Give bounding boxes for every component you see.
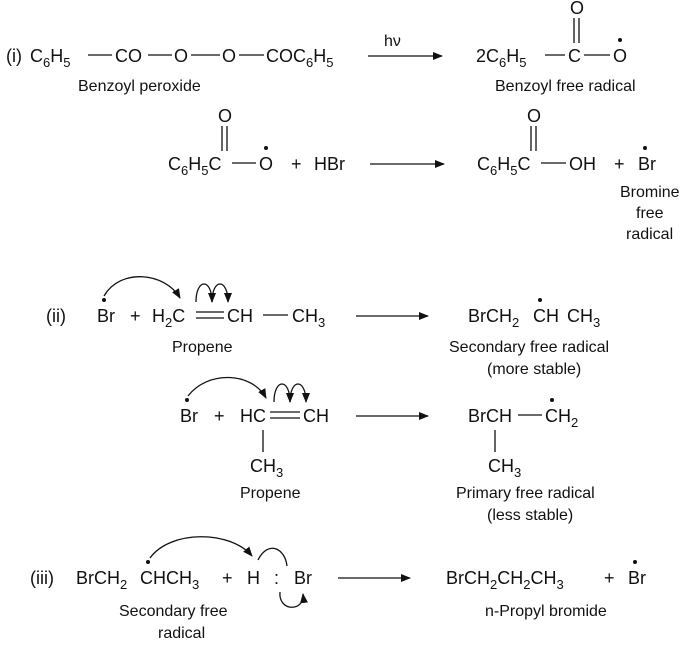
lone-pair: : [274,568,279,588]
reactant-chch3: CHCH3 [140,568,199,592]
radical-dot [146,560,150,564]
reactant-hbr: HBr [314,154,345,174]
bromine-name-2: free [636,205,664,222]
product-name-2: (more stable) [487,361,581,378]
product-carbon: C [568,46,581,66]
radical-dot [102,298,106,302]
product-br: Br [628,568,646,588]
step-1: (i) C6H5 CO O O COC6H5 Benzoyl peroxide … [6,0,636,95]
product-br: Br [638,154,656,174]
reactant-o1: O [174,46,188,66]
product-name: n-Propyl bromide [485,603,607,620]
curved-arrow [149,536,253,559]
reactant-brch2: BrCH2 [76,568,127,592]
curved-arrow [103,276,181,299]
radical-dot [550,398,554,402]
product-name-1: Secondary free radical [449,339,609,356]
plus-sign: + [222,568,233,588]
reactant-name-2: radical [158,625,205,642]
step-1b: C6H5C O O + HBr C6H5C O OH + Br Bromine … [168,106,680,243]
radical-dot [633,560,637,564]
step-2-label: (ii) [46,306,66,326]
reagent-hv: hν [384,33,401,50]
fish-hook-arrow [257,547,288,567]
product-o: O [613,46,627,66]
radical-dot [264,146,268,150]
fish-hook-arrow [279,591,308,608]
product-brch: BrCH [468,406,512,426]
radical-dot [185,398,189,402]
reactant-h2c: H2C [152,306,185,330]
step-2b: Br + HC CH CH3 Propene BrCH CH2 CH3 Prim… [180,376,595,524]
reactant-o: O [259,154,273,174]
product-ch3: CH3 [567,306,600,330]
step-2: (ii) Br + H2C CH CH3 Propene BrCH2 CH CH… [46,276,609,378]
reactant-o2: O [222,46,236,66]
reactant-br: Br [294,568,312,588]
plus-sign: + [291,154,302,174]
reactant-h: H [247,568,260,588]
product-name-2: (less stable) [487,507,573,524]
product-ch2: CH2 [545,406,578,430]
reactant-name-1: Secondary free [119,603,228,620]
reactant-co: CO [115,46,142,66]
bromine-name-1: Bromine [620,184,680,201]
reactant-coc6h5: COC6H5 [266,46,333,70]
reactant-ch3: CH3 [292,306,325,330]
product-brch2: BrCH2 [468,306,519,330]
fish-hook-arrow [289,383,310,403]
reactant-ch: CH [303,406,329,426]
plus-sign: + [214,406,225,426]
reactant-hc: HC [240,406,266,426]
reactant-ch3: CH3 [250,456,283,480]
reactant-name: Propene [172,339,233,356]
fish-hook-arrow [273,383,294,403]
step-3-label: (iii) [30,568,54,588]
radical-dot [643,146,647,150]
reactant-phenyl: C6H5 [30,46,70,70]
step-1-label: (i) [6,46,22,66]
product-ch: CH [533,306,559,326]
reactant-o-top: O [218,106,232,126]
radical-dot [538,298,542,302]
fish-hook-arrow [211,283,232,303]
bromine-name-3: radical [626,226,673,243]
product-o-top: O [527,106,541,126]
product-2c6h5: 2C6H5 [476,46,526,70]
product-name-1: Primary free radical [456,485,595,502]
plus-sign: + [130,306,141,326]
product-name: Benzoyl free radical [495,78,636,95]
fish-hook-arrow [195,283,216,303]
product-o-top: O [570,0,584,18]
reactant-name: Benzoyl peroxide [78,78,201,95]
product-benzoic: C6H5C [477,154,530,178]
product-oh: OH [569,154,596,174]
reactant-ch: CH [227,306,253,326]
radical-dot [618,38,622,42]
product-ch3: CH3 [488,456,521,480]
reactant-br: Br [180,406,198,426]
plus-sign: + [604,568,615,588]
curved-arrow [187,376,267,399]
reactant-br: Br [97,306,115,326]
reactant-name: Propene [240,485,301,502]
reactant-benzoyl-radical: C6H5C [168,154,221,178]
step-3: (iii) BrCH2 CHCH3 + H : Br Secondary fre… [30,536,646,642]
product-propyl-bromide: BrCH2CH2CH3 [446,568,564,592]
plus-sign: + [614,154,625,174]
